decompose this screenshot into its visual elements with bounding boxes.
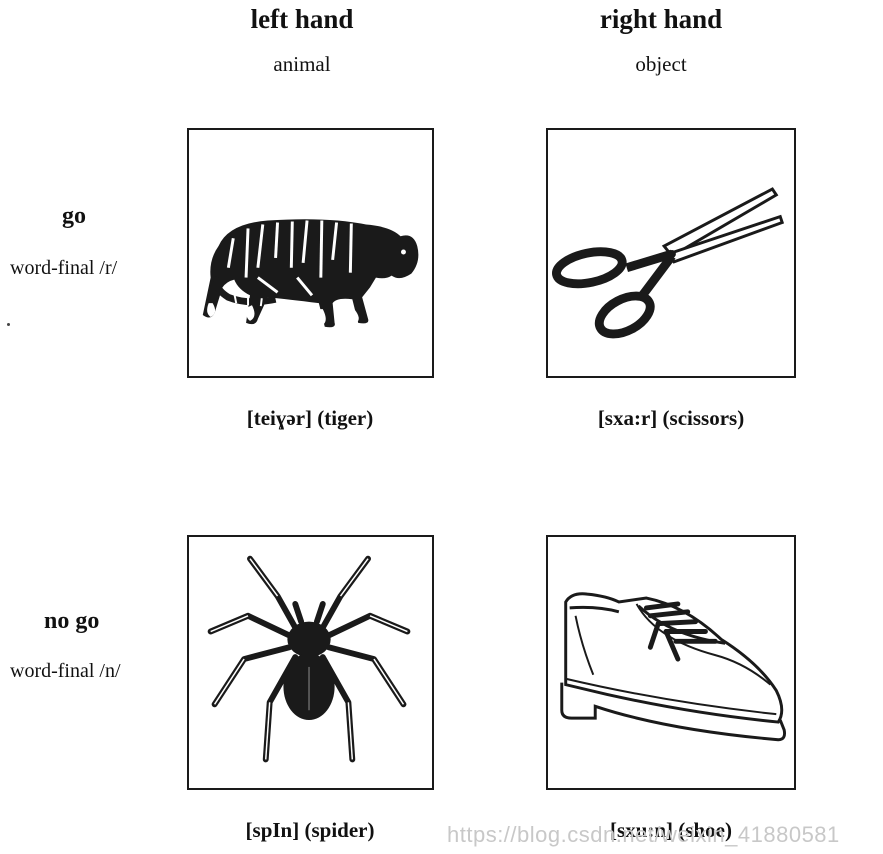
shoe-icon	[548, 537, 794, 788]
column-subheader-object: object	[541, 52, 781, 77]
column-subheader-animal: animal	[182, 52, 422, 77]
caption-spider: [spIn] (spider)	[160, 818, 460, 843]
row-header-no-go: no go	[44, 608, 99, 635]
watermark: https://blog.csdn.net/weixin_41880581	[447, 822, 840, 848]
picture-frame-spider	[187, 535, 434, 790]
row-subheader-word-final-r: word-final /r/	[10, 257, 117, 280]
picture-frame-scissors	[546, 128, 796, 378]
column-header-left-hand: left hand	[182, 4, 422, 35]
picture-frame-tiger	[187, 128, 434, 378]
spider-icon	[189, 537, 432, 788]
caption-scissors: [sxa:r] (scissors)	[521, 406, 821, 431]
row-header-go: go	[62, 203, 86, 230]
scissors-icon	[548, 130, 794, 376]
column-header-right-hand: right hand	[541, 4, 781, 35]
tiger-icon	[189, 130, 432, 376]
row-subheader-word-final-n: word-final /n/	[10, 660, 121, 683]
caption-tiger: [teiɣər] (tiger)	[160, 406, 460, 431]
picture-frame-shoe	[546, 535, 796, 790]
stray-dot	[7, 323, 10, 326]
